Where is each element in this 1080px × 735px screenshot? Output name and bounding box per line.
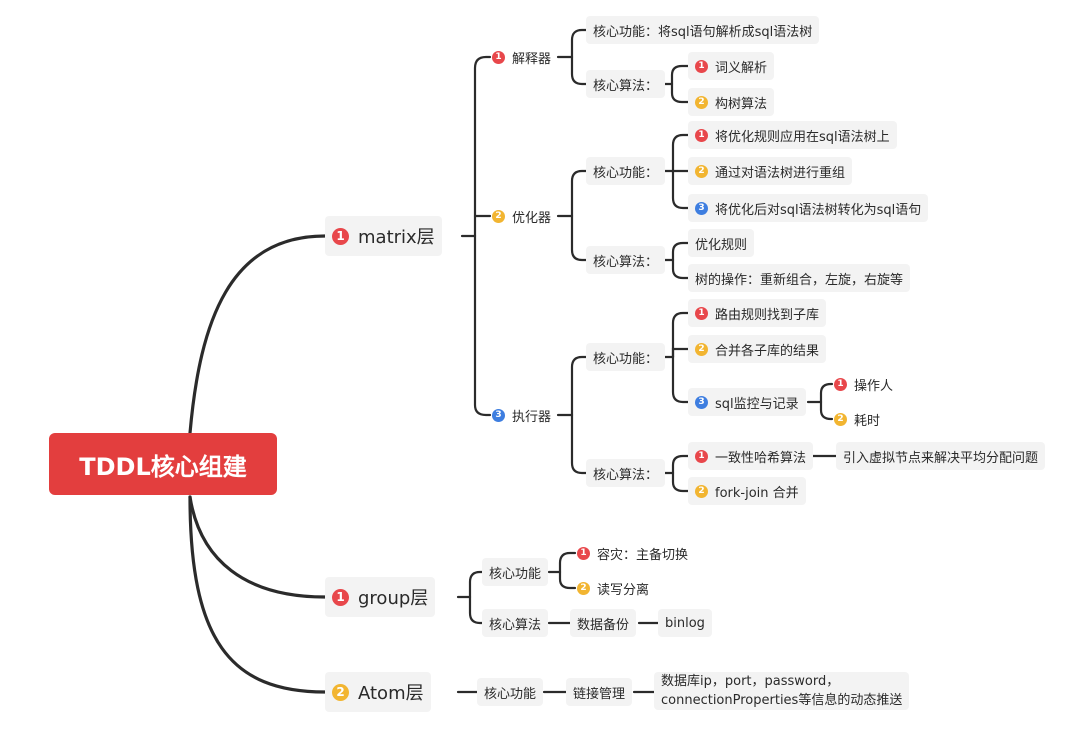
- executor-function-item-2[interactable]: 2 合并各子库的结果: [688, 335, 827, 363]
- root-node[interactable]: TDDL核心组建: [49, 433, 277, 495]
- item-label: 构树算法: [715, 96, 768, 112]
- binlog-node[interactable]: binlog: [658, 609, 712, 637]
- number-1-icon: 1: [695, 449, 708, 463]
- matrix-layer-label: matrix层: [358, 227, 435, 248]
- item-label: 耗时: [854, 413, 881, 429]
- number-1-icon: 1: [695, 59, 708, 73]
- number-3-icon: 3: [492, 408, 505, 422]
- optimizer-algorithm-label: 核心算法：: [593, 254, 659, 270]
- group-algorithm-node[interactable]: 核心算法: [482, 609, 549, 637]
- data-backup-label: 数据备份: [577, 617, 630, 633]
- optimizer-function-label: 核心功能：: [593, 165, 659, 181]
- hash-detail-label: 引入虚拟节点来解决平均分配问题: [843, 450, 1039, 466]
- group-function-item-2[interactable]: 2 读写分离: [575, 574, 651, 602]
- item-label: 路由规则找到子库: [715, 307, 820, 323]
- executor-algorithm-item-2[interactable]: 2 fork-join 合并: [688, 477, 806, 505]
- optimizer-label: 优化器: [512, 210, 552, 226]
- number-1-icon: 1: [695, 128, 708, 142]
- number-1-icon: 1: [492, 50, 505, 64]
- monitor-item-2[interactable]: 2 耗时: [832, 405, 882, 433]
- item-label: sql监控与记录: [715, 396, 799, 412]
- item-label: 容灾：主备切换: [597, 547, 689, 563]
- number-2-icon: 2: [332, 683, 349, 701]
- item-label: 将优化规则应用在sql语法树上: [715, 129, 890, 145]
- optimizer-function-item-2[interactable]: 2 通过对语法树进行重组: [688, 157, 853, 185]
- dynamic-push-node[interactable]: 数据库ip，port，password， connectionPropertie…: [654, 672, 910, 710]
- group-layer-label: group层: [358, 588, 429, 609]
- link-management-node[interactable]: 链接管理: [566, 678, 633, 706]
- group-function-item-1[interactable]: 1 容灾：主备切换: [575, 539, 690, 567]
- executor-function-item-1[interactable]: 1 路由规则找到子库: [688, 299, 827, 327]
- group-layer-node[interactable]: 1 group层: [325, 577, 436, 617]
- parser-function-node[interactable]: 核心功能：将sql语句解析成sql语法树: [586, 16, 820, 44]
- item-label: 合并各子库的结果: [715, 343, 820, 359]
- parser-algorithm-node[interactable]: 核心算法：: [586, 70, 666, 98]
- number-2-icon: 2: [577, 581, 590, 595]
- number-1-icon: 1: [834, 377, 847, 391]
- executor-algorithm-node[interactable]: 核心算法：: [586, 459, 666, 487]
- monitor-item-1[interactable]: 1 操作人: [832, 370, 895, 398]
- executor-node[interactable]: 3 执行器: [490, 401, 553, 429]
- number-1-icon: 1: [332, 227, 349, 245]
- number-2-icon: 2: [492, 209, 505, 223]
- item-label: 将优化后对sql语法树转化为sql语句: [715, 202, 922, 218]
- number-1-icon: 1: [332, 588, 349, 606]
- item-label: 一致性哈希算法: [715, 450, 807, 466]
- number-1-icon: 1: [577, 546, 590, 560]
- item-label: 优化规则: [695, 237, 748, 253]
- link-management-label: 链接管理: [573, 686, 626, 702]
- optimizer-algorithm-item-2[interactable]: 树的操作：重新组合，左旋，右旋等: [688, 264, 911, 292]
- number-3-icon: 3: [695, 395, 708, 409]
- executor-function-node[interactable]: 核心功能：: [586, 343, 666, 371]
- executor-algorithm-item-1[interactable]: 1 一致性哈希算法: [688, 442, 814, 470]
- parser-label: 解释器: [512, 51, 552, 67]
- number-3-icon: 3: [695, 201, 708, 215]
- item-label: 树的操作：重新组合，左旋，右旋等: [695, 272, 904, 288]
- parser-function-label: 核心功能：将sql语句解析成sql语法树: [593, 24, 813, 40]
- dynamic-push-line-2: connectionProperties等信息的动态推送: [661, 693, 903, 708]
- number-1-icon: 1: [695, 306, 708, 320]
- item-label: 读写分离: [597, 582, 650, 598]
- binlog-label: binlog: [665, 615, 705, 631]
- matrix-layer-node[interactable]: 1 matrix层: [325, 216, 442, 256]
- item-label: fork-join 合并: [715, 485, 799, 501]
- executor-function-label: 核心功能：: [593, 351, 659, 367]
- optimizer-node[interactable]: 2 优化器: [490, 202, 553, 230]
- group-function-label: 核心功能: [489, 566, 542, 582]
- item-label: 通过对语法树进行重组: [715, 165, 846, 181]
- item-label: 操作人: [854, 378, 894, 394]
- optimizer-algorithm-node[interactable]: 核心算法：: [586, 246, 666, 274]
- optimizer-function-item-1[interactable]: 1 将优化规则应用在sql语法树上: [688, 121, 897, 149]
- atom-layer-label: Atom层: [358, 683, 424, 704]
- optimizer-algorithm-item-1[interactable]: 优化规则: [688, 229, 755, 257]
- group-algorithm-label: 核心算法: [489, 617, 542, 633]
- parser-algorithm-item-1[interactable]: 1 词义解析: [688, 52, 775, 80]
- number-2-icon: 2: [695, 164, 708, 178]
- optimizer-function-node[interactable]: 核心功能：: [586, 157, 666, 185]
- atom-layer-node[interactable]: 2 Atom层: [325, 672, 431, 712]
- executor-function-item-3[interactable]: 3 sql监控与记录: [688, 388, 806, 416]
- parser-algorithm-label: 核心算法：: [593, 78, 659, 94]
- number-2-icon: 2: [695, 342, 708, 356]
- hash-detail-node[interactable]: 引入虚拟节点来解决平均分配问题: [836, 442, 1046, 470]
- optimizer-function-item-3[interactable]: 3 将优化后对sql语法树转化为sql语句: [688, 194, 929, 222]
- atom-function-node[interactable]: 核心功能: [477, 678, 544, 706]
- parser-node[interactable]: 1 解释器: [490, 43, 553, 71]
- number-2-icon: 2: [695, 95, 708, 109]
- group-function-node[interactable]: 核心功能: [482, 558, 549, 586]
- executor-algorithm-label: 核心算法：: [593, 467, 659, 483]
- data-backup-node[interactable]: 数据备份: [570, 609, 637, 637]
- number-2-icon: 2: [834, 412, 847, 426]
- parser-algorithm-item-2[interactable]: 2 构树算法: [688, 88, 775, 116]
- item-label: 词义解析: [715, 60, 768, 76]
- executor-label: 执行器: [512, 409, 552, 425]
- number-2-icon: 2: [695, 484, 708, 498]
- atom-function-label: 核心功能: [484, 686, 537, 702]
- root-label: TDDL核心组建: [79, 452, 247, 481]
- dynamic-push-line-1: 数据库ip，port，password，: [661, 674, 840, 689]
